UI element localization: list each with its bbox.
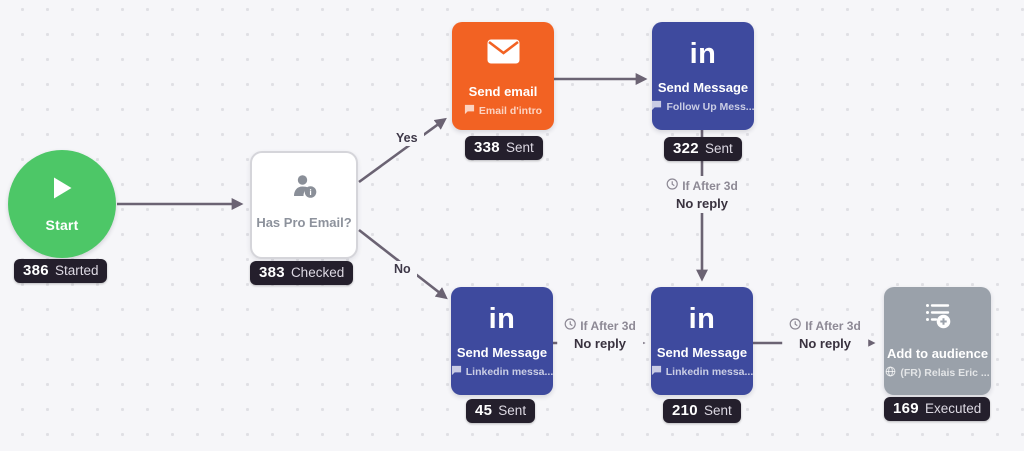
send-message-followup-node[interactable]: in Send Message Follow Up Mess... xyxy=(651,22,755,130)
clock-icon xyxy=(789,318,801,333)
message-bubble-icon xyxy=(651,365,662,379)
send-message-45-node[interactable]: in Send Message Linkedin messa... xyxy=(451,287,553,395)
branch-label-no: No xyxy=(388,261,417,277)
send-email-sublabel-row: Email d'intro xyxy=(464,104,542,118)
add-to-audience-sublabel-row: (FR) Relais Eric ... xyxy=(885,366,990,380)
condition-reply-text: No reply xyxy=(573,336,626,351)
condition-delay-row: If After 3d xyxy=(666,178,738,193)
send-message-210-sublabel-row: Linkedin messa... xyxy=(651,365,754,379)
add-to-audience-node[interactable]: Add to audience (FR) Relais Eric ... xyxy=(884,287,991,395)
email-sent-label: Sent xyxy=(505,140,534,155)
condition-delay-row: If After 3d xyxy=(564,318,636,333)
has-pro-email-title: Has Pro Email? xyxy=(256,215,352,230)
condition-delay-text: If After 3d xyxy=(580,318,636,333)
send-message-210-title: Send Message xyxy=(656,345,748,360)
audience-executed-label: Executed xyxy=(924,401,982,416)
checked-count-label: Checked xyxy=(290,265,345,280)
condition-delay-row: If After 3d xyxy=(789,318,861,333)
sm210-sent-badge: 210 Sent xyxy=(663,399,741,423)
edge-yes-to-send-email xyxy=(358,117,447,184)
followup-sent-label: Sent xyxy=(704,141,733,156)
linkedin-icon: in xyxy=(688,303,716,335)
send-message-45-sublabel: Linkedin messa... xyxy=(465,366,554,378)
condition-45-to-210: If After 3d No reply xyxy=(557,316,643,353)
clock-icon xyxy=(666,178,678,193)
send-message-210-sublabel: Linkedin messa... xyxy=(665,366,754,378)
start-node[interactable]: Start xyxy=(8,150,116,258)
followup-sent-badge: 322 Sent xyxy=(664,137,742,161)
send-message-45-sublabel-row: Linkedin messa... xyxy=(451,365,554,379)
clock-icon xyxy=(564,318,576,333)
email-sent-count: 338 xyxy=(474,139,500,156)
audience-executed-badge: 169 Executed xyxy=(884,397,991,421)
has-pro-email-node[interactable]: i Has Pro Email? xyxy=(250,151,358,259)
message-bubble-icon xyxy=(464,104,475,118)
condition-followup-to-210: If After 3d No reply xyxy=(659,176,745,213)
checked-count: 383 xyxy=(259,264,285,281)
condition-delay-text: If After 3d xyxy=(682,178,738,193)
condition-delay-text: If After 3d xyxy=(805,318,861,333)
email-sent-badge: 338 Sent xyxy=(465,136,543,160)
svg-text:i: i xyxy=(309,187,311,197)
checked-count-badge: 383 Checked xyxy=(250,261,354,285)
audience-executed-count: 169 xyxy=(893,400,919,417)
add-to-audience-title: Add to audience xyxy=(886,346,989,361)
send-email-sublabel: Email d'intro xyxy=(478,105,543,117)
condition-reply-text: No reply xyxy=(675,196,728,211)
send-email-title: Send email xyxy=(468,84,538,99)
send-message-followup-sublabel: Follow Up Mess... xyxy=(666,101,755,113)
condition-reply-text: No reply xyxy=(798,336,851,351)
start-node-title: Start xyxy=(45,216,79,233)
followup-sent-count: 322 xyxy=(673,140,699,157)
person-info-icon: i xyxy=(291,174,318,204)
send-message-followup-title: Send Message xyxy=(657,80,749,95)
sm210-sent-count: 210 xyxy=(672,402,698,419)
globe-icon xyxy=(885,366,896,380)
send-email-node[interactable]: Send email Email d'intro xyxy=(452,22,554,130)
add-to-audience-sublabel: (FR) Relais Eric ... xyxy=(900,367,990,379)
linkedin-icon: in xyxy=(689,38,717,70)
condition-210-to-audience: If After 3d No reply xyxy=(782,316,868,353)
branch-label-yes: Yes xyxy=(390,130,424,146)
send-message-45-title: Send Message xyxy=(456,345,548,360)
list-add-icon xyxy=(923,301,953,335)
start-count-badge: 386 Started xyxy=(14,259,108,283)
sm45-sent-label: Sent xyxy=(498,403,527,418)
linkedin-icon: in xyxy=(488,303,516,335)
message-bubble-icon xyxy=(451,365,462,379)
send-message-210-node[interactable]: in Send Message Linkedin messa... xyxy=(651,287,753,395)
send-message-followup-sublabel-row: Follow Up Mess... xyxy=(651,100,755,114)
start-count-label: Started xyxy=(54,263,99,278)
envelope-icon xyxy=(487,39,520,69)
sm210-sent-label: Sent xyxy=(703,403,732,418)
start-count: 386 xyxy=(23,262,49,279)
sm45-sent-count: 45 xyxy=(475,402,493,419)
message-bubble-icon xyxy=(651,100,662,114)
play-icon xyxy=(52,176,73,205)
sm45-sent-badge: 45 Sent xyxy=(466,399,536,423)
